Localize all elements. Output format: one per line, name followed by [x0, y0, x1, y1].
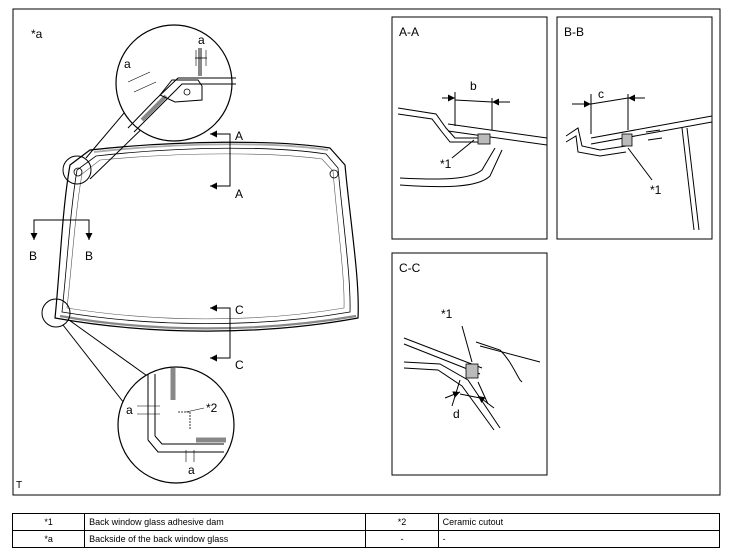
bottom-left-detail: a a *2: [117, 366, 235, 484]
section-marker-a-top: A: [235, 129, 243, 143]
legend-code: *2: [365, 513, 439, 531]
legend-code: *a: [11, 530, 86, 548]
corner-bracket-top-right: [329, 169, 339, 179]
glass-outline-inner: [61, 147, 351, 325]
section-c-markers: [210, 304, 231, 362]
detail-circle-top-left: [62, 155, 92, 185]
section-aa-dim-b: b: [470, 79, 477, 93]
corner-bracket-top-left: [73, 167, 83, 177]
section-bb-ref-1: *1: [650, 183, 662, 197]
section-aa-title: A-A: [399, 25, 419, 39]
section-marker-c-top: C: [235, 303, 244, 317]
top-left-detail: a a: [115, 24, 236, 142]
glass-outline-outer: [54, 141, 359, 332]
section-aa-panel: A-A b *1: [391, 16, 548, 240]
section-cc-title: C-C: [399, 261, 421, 275]
legend-code: -: [365, 530, 439, 548]
section-marker-c-bottom: C: [235, 358, 244, 372]
section-cc-ref-1: *1: [441, 307, 453, 321]
bottom-detail-dim-a2: a: [188, 463, 195, 477]
backside-label: *a: [31, 27, 43, 41]
section-marker-b-right: B: [85, 249, 93, 263]
section-b-markers: [30, 219, 93, 240]
section-bb-dim-c: c: [598, 87, 604, 101]
legend-row: *a Backside of the back window glass - -: [11, 530, 721, 548]
legend-description: Ceramic cutout: [437, 513, 721, 531]
ceramic-band-bottom: [59, 314, 357, 330]
section-marker-b-left: B: [29, 249, 37, 263]
section-aa-ref-1: *1: [440, 157, 452, 171]
section-marker-a-bottom: A: [235, 187, 243, 201]
top-detail-dim-a1: a: [124, 57, 131, 71]
adhesive-dam-line: [66, 153, 345, 320]
legend-description: Backside of the back window glass: [84, 530, 367, 548]
installation-diagram: a a a a *2 A A B B C C: [12, 8, 721, 496]
section-bb-panel: B-B c *1: [556, 16, 713, 240]
figure-frame: [12, 8, 721, 496]
section-a-markers: [210, 130, 231, 190]
legend-description: Back window glass adhesive dam: [84, 513, 367, 531]
bottom-detail-ref-2: *2: [206, 401, 218, 415]
corner-mark: T: [16, 480, 22, 491]
section-cc-dim-d: d: [453, 407, 460, 421]
detail-circle-bottom-left: [41, 298, 71, 328]
ceramic-band-top: [93, 143, 329, 153]
legend-description: -: [437, 530, 721, 548]
bottom-detail-dim-a1: a: [126, 403, 133, 417]
legend-table: *1 Back window glass adhesive dam *2 Cer…: [11, 513, 721, 548]
top-detail-dim-a2: a: [198, 33, 205, 47]
back-window-glass-view: [54, 141, 359, 332]
section-bb-title: B-B: [564, 25, 584, 39]
section-cc-panel: C-C *1 d: [391, 252, 548, 476]
legend-row: *1 Back window glass adhesive dam *2 Cer…: [11, 513, 721, 531]
legend-code: *1: [11, 513, 86, 531]
